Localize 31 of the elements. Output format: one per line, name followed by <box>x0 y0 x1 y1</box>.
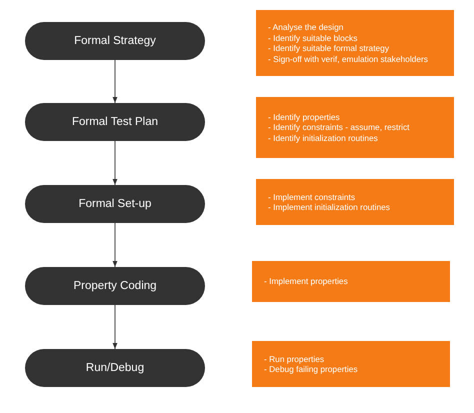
task-item: - Analyse the design <box>268 22 344 32</box>
task-item: - Identify initialization routines <box>268 132 379 144</box>
step-label: Formal Strategy <box>74 35 156 47</box>
task-item: - Implement constraints <box>268 192 356 202</box>
step-label: Run/Debug <box>86 362 144 374</box>
task-item: - Identify suitable blocks <box>268 32 358 43</box>
task-item: - Implement properties <box>264 276 349 287</box>
step-label: Formal Set-up <box>78 198 152 210</box>
task-card <box>252 261 450 302</box>
arrow <box>112 304 118 350</box>
arrow <box>112 222 118 268</box>
task-item: - Run properties <box>264 354 326 364</box>
task-item: - Debug failing properties <box>264 364 359 374</box>
step-pill <box>25 267 205 305</box>
step-label: Property Coding <box>73 280 157 292</box>
task-item: - Identify properties <box>268 112 341 122</box>
step-pill <box>25 349 205 387</box>
step-pill <box>25 103 205 141</box>
task-card <box>256 97 454 158</box>
step-pill <box>25 22 205 60</box>
task-item: - Identify suitable formal strategy <box>268 43 390 54</box>
task-card <box>252 341 450 387</box>
step-label: Formal Test Plan <box>72 116 158 128</box>
task-card <box>256 10 454 76</box>
step-pill <box>25 185 205 223</box>
task-card <box>256 179 454 225</box>
task-item: - Identify constraints - assume, restrict <box>268 122 410 133</box>
task-item: - Implement initialization routines <box>268 202 391 212</box>
arrow <box>112 60 118 104</box>
task-item: - Sign-off with verif, emulation stakeholders <box>268 54 429 64</box>
arrow <box>112 140 118 186</box>
